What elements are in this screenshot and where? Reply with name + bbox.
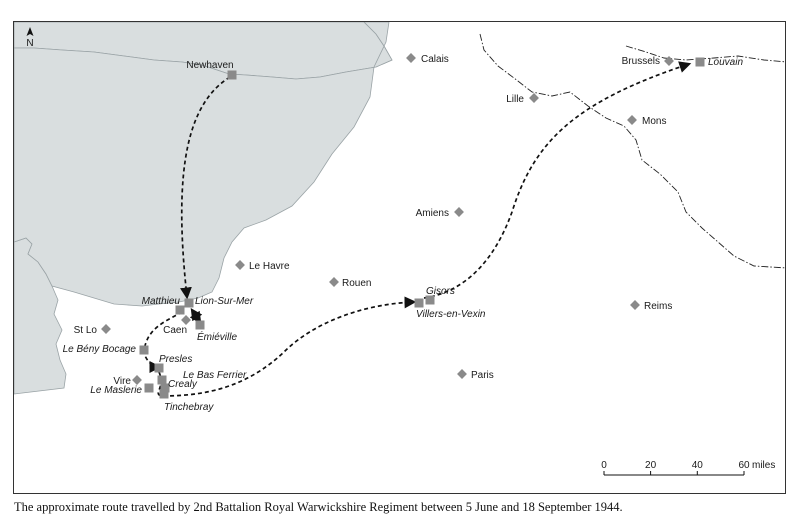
- place-le-maslerie-square-marker: [144, 383, 154, 393]
- place-villers-en-vexin-label: Villers-en-Vexin: [416, 309, 486, 320]
- place-vire: Vire: [113, 375, 142, 387]
- place-caen-diamond-marker: [181, 315, 191, 325]
- place-calais-diamond-marker: [406, 53, 416, 63]
- place-mons: Mons: [627, 115, 666, 127]
- place-reims-label: Reims: [644, 301, 672, 312]
- place-le-bas-ferrier-label: Le Bas Ferrier: [183, 370, 247, 381]
- place-brussels: Brussels: [622, 56, 674, 67]
- place-le-beny-bocage-square-marker: [139, 345, 149, 355]
- place-crealy-square-marker: [160, 383, 170, 393]
- place-gisors-label: Gisors: [426, 286, 455, 297]
- place-reims: Reims: [630, 300, 672, 312]
- place-paris-diamond-marker: [457, 369, 467, 379]
- place-st-lo: St Lo: [74, 324, 111, 336]
- scale-label-40: 40: [692, 460, 704, 471]
- place-lille-diamond-marker: [529, 93, 539, 103]
- place-rouen-label: Rouen: [342, 278, 371, 289]
- place-newhaven-label: Newhaven: [186, 60, 233, 71]
- place-le-maslerie-label: Le Maslerie: [90, 385, 142, 396]
- route-lion-sur-mer-to-emieville: [189, 308, 203, 324]
- place-presles-square-marker: [154, 363, 164, 373]
- place-amiens-label: Amiens: [416, 208, 449, 219]
- place-villers-en-vexin-square-marker: [414, 298, 424, 308]
- route-newhaven-to-normandy: [180, 76, 231, 300]
- north-arrow: N: [26, 27, 34, 49]
- place-mons-diamond-marker: [627, 115, 637, 125]
- place-brussels-diamond-marker: [664, 56, 674, 66]
- place-presles: Presles: [154, 354, 192, 373]
- place-st-lo-label: St Lo: [74, 325, 98, 336]
- place-le-beny-bocage-label: Le Bény Bocage: [63, 344, 137, 355]
- place-emieville-square-marker: [195, 320, 205, 330]
- place-emieville-label: Émiéville: [197, 330, 237, 343]
- place-caen: Caen: [163, 315, 191, 336]
- place-newhaven: Newhaven: [186, 60, 237, 80]
- place-brussels-label: Brussels: [622, 56, 660, 67]
- place-crealy-label: Crealy: [168, 379, 198, 390]
- place-le-bas-ferrier-square-marker: [157, 375, 167, 385]
- place-vire-diamond-marker: [132, 375, 142, 385]
- place-gisors: Gisors: [425, 286, 455, 305]
- place-caen-label: Caen: [163, 325, 187, 336]
- scale-unit: miles: [752, 460, 775, 471]
- place-louvain-square-marker: [695, 57, 705, 67]
- place-louvain: Louvain: [695, 57, 743, 68]
- map-caption: The approximate route travelled by 2nd B…: [14, 500, 623, 514]
- place-le-bas-ferrier: Le Bas Ferrier: [157, 370, 247, 385]
- place-matthieu: Matthieu: [142, 296, 185, 315]
- place-le-havre: Le Havre: [235, 260, 290, 272]
- scale-label-60: 60: [738, 460, 750, 471]
- place-vire-label: Vire: [113, 376, 131, 387]
- place-gisors-square-marker: [425, 295, 435, 305]
- place-le-maslerie: Le Maslerie: [90, 383, 154, 396]
- place-le-havre-label: Le Havre: [249, 261, 290, 272]
- place-paris-label: Paris: [471, 370, 494, 381]
- north-label: N: [26, 38, 33, 49]
- place-tinchebray-label: Tinchebray: [164, 402, 214, 413]
- place-villers-en-vexin: Villers-en-Vexin: [414, 298, 486, 320]
- places-layer: Calais Brussels Louvain NewhavenLilleMonsAm…: [63, 53, 743, 413]
- place-matthieu-label: Matthieu: [142, 296, 181, 307]
- place-calais-label: Calais: [421, 54, 449, 65]
- place-tinchebray: Tinchebray: [159, 389, 214, 413]
- france-belgium-border: [479, 33, 785, 269]
- place-newhaven-square-marker: [227, 70, 237, 80]
- channel-sea: [14, 22, 393, 307]
- place-emieville: Émiéville: [195, 320, 237, 343]
- place-paris: Paris: [457, 369, 494, 381]
- place-presles-label: Presles: [159, 354, 192, 365]
- place-st-lo-diamond-marker: [101, 324, 111, 334]
- route-gisors-to-louvain: [423, 61, 692, 299]
- place-matthieu-square-marker: [175, 305, 185, 315]
- place-rouen: Rouen: [329, 277, 371, 289]
- place-crealy: Crealy: [160, 379, 198, 393]
- place-lille-label: Lille: [506, 94, 524, 105]
- north-arrow-icon: [26, 27, 34, 36]
- route-normandy-to-gisors: [157, 296, 417, 397]
- place-le-havre-diamond-marker: [235, 260, 245, 270]
- place-lion-sur-mer: Lion-Sur-Mer: [184, 296, 254, 308]
- place-amiens-diamond-marker: [454, 207, 464, 217]
- scale-label-0: 0: [601, 460, 607, 471]
- place-tinchebray-square-marker: [159, 389, 169, 399]
- place-louvain-label: Louvain: [708, 57, 743, 68]
- place-lille: Lille: [506, 93, 539, 105]
- place-lion-sur-mer-label: Lion-Sur-Mer: [195, 296, 254, 307]
- place-mons-label: Mons: [642, 116, 666, 127]
- place-calais: Calais: [406, 53, 449, 65]
- place-lion-sur-mer-square-marker: [184, 298, 194, 308]
- scale-bar: 0 20 40 60 miles: [601, 460, 775, 476]
- place-le-beny-bocage: Le Bény Bocage: [63, 344, 149, 355]
- place-amiens: Amiens: [416, 207, 464, 219]
- place-reims-diamond-marker: [630, 300, 640, 310]
- place-rouen-diamond-marker: [329, 277, 339, 287]
- scale-label-20: 20: [645, 460, 657, 471]
- map-canvas: Calais Brussels Louvain NewhavenLilleMonsAm…: [14, 22, 785, 476]
